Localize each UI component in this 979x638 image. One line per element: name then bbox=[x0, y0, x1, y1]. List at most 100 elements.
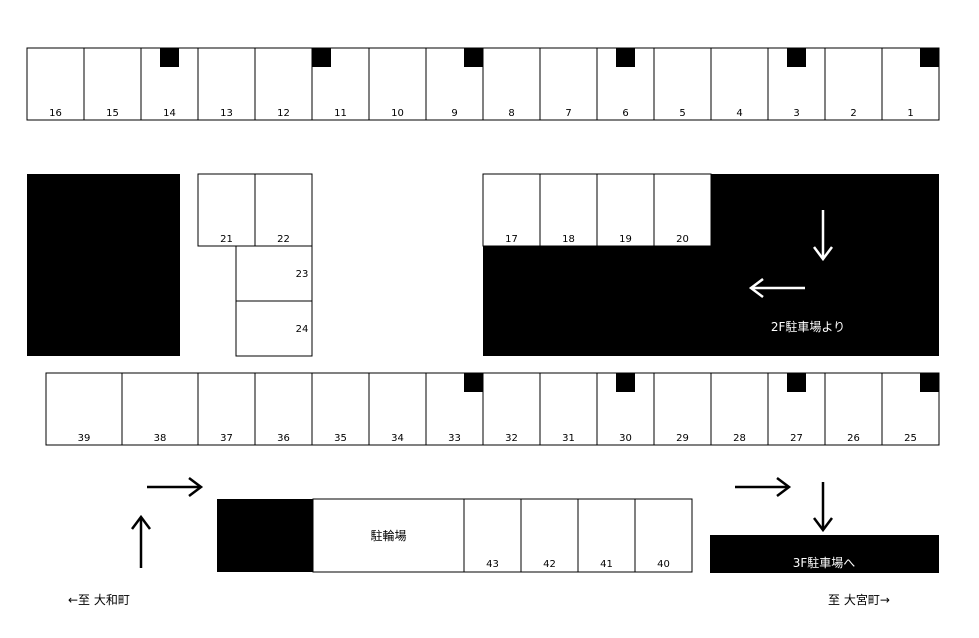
parking-stall[interactable]: 11 bbox=[311, 47, 370, 121]
parking-stall[interactable]: 3 bbox=[767, 47, 826, 121]
stall-number: 30 bbox=[619, 433, 632, 444]
parking-stall[interactable]: 36 bbox=[254, 372, 313, 446]
parking-stall[interactable]: 29 bbox=[653, 372, 712, 446]
stall-number: 9 bbox=[451, 108, 457, 119]
arrow-up-icon bbox=[131, 514, 151, 568]
stall-number: 37 bbox=[220, 433, 233, 444]
parking-stall[interactable]: 26 bbox=[824, 372, 883, 446]
parking-stall[interactable]: 15 bbox=[83, 47, 142, 121]
stall-marker bbox=[464, 373, 483, 392]
stall-number: 32 bbox=[505, 433, 518, 444]
stall-group-middle-left: 21 22 23 24 bbox=[197, 173, 313, 357]
parking-stall[interactable]: 13 bbox=[197, 47, 256, 121]
stall-marker bbox=[616, 373, 635, 392]
stall-row-bottom: 39 38 37 36 35 34 33 32 31 30 29 28 27 2… bbox=[45, 372, 940, 446]
parking-stall[interactable]: 32 bbox=[482, 372, 541, 446]
parking-stall[interactable]: 16 bbox=[26, 47, 85, 121]
stall-number: 21 bbox=[220, 234, 233, 245]
stall-number: 10 bbox=[391, 108, 404, 119]
ramp-to-3f bbox=[710, 535, 939, 573]
parking-stall[interactable]: 20 bbox=[653, 173, 712, 247]
arrow-right-icon bbox=[147, 477, 204, 497]
parking-stall[interactable]: 27 bbox=[767, 372, 826, 446]
parking-stall[interactable]: 35 bbox=[311, 372, 370, 446]
parking-stall[interactable]: 8 bbox=[482, 47, 541, 121]
parking-stall[interactable]: 24 bbox=[235, 300, 313, 357]
stall-group-middle-right: 17 18 19 20 bbox=[482, 173, 712, 247]
parking-stall[interactable]: 5 bbox=[653, 47, 712, 121]
stall-number: 28 bbox=[733, 433, 746, 444]
parking-stall[interactable]: 7 bbox=[539, 47, 598, 121]
stall-marker bbox=[312, 48, 331, 67]
stall-number: 5 bbox=[679, 108, 685, 119]
parking-stall[interactable]: 40 bbox=[634, 498, 693, 573]
stall-marker bbox=[920, 373, 939, 392]
stall-number: 36 bbox=[277, 433, 290, 444]
stall-number: 35 bbox=[334, 433, 347, 444]
stall-number: 26 bbox=[847, 433, 860, 444]
parking-stall[interactable]: 19 bbox=[596, 173, 655, 247]
parking-stall[interactable]: 18 bbox=[539, 173, 598, 247]
parking-stall[interactable]: 4 bbox=[710, 47, 769, 121]
parking-stall[interactable]: 42 bbox=[520, 498, 579, 573]
stall-number: 15 bbox=[106, 108, 119, 119]
parking-stall[interactable]: 43 bbox=[463, 498, 522, 573]
parking-stall[interactable]: 10 bbox=[368, 47, 427, 121]
stall-marker bbox=[464, 48, 483, 67]
stall-number: 19 bbox=[619, 234, 632, 245]
parking-stall[interactable]: 34 bbox=[368, 372, 427, 446]
parking-stall[interactable]: 39 bbox=[45, 372, 123, 446]
stall-group-lower: 43 42 41 40 bbox=[463, 498, 693, 573]
parking-stall[interactable]: 41 bbox=[577, 498, 636, 573]
parking-stall[interactable]: 28 bbox=[710, 372, 769, 446]
parking-stall[interactable]: 2 bbox=[824, 47, 883, 121]
stall-number: 18 bbox=[562, 234, 575, 245]
parking-stall[interactable]: 12 bbox=[254, 47, 313, 121]
bicycle-parking-label: 駐輪場 bbox=[370, 528, 406, 543]
parking-stall[interactable]: 25 bbox=[881, 372, 940, 446]
stall-number: 23 bbox=[296, 269, 309, 280]
stall-marker bbox=[920, 48, 939, 67]
stall-number: 33 bbox=[448, 433, 461, 444]
parking-stall[interactable]: 30 bbox=[596, 372, 655, 446]
parking-stall[interactable]: 17 bbox=[482, 173, 541, 247]
arrow-right-icon bbox=[735, 477, 792, 497]
parking-stall[interactable]: 1 bbox=[881, 47, 940, 121]
ramp-block-lower bbox=[483, 246, 711, 356]
parking-stall[interactable]: 38 bbox=[121, 372, 199, 446]
parking-stall[interactable]: 6 bbox=[596, 47, 655, 121]
stall-number: 3 bbox=[793, 108, 799, 119]
stall-number: 25 bbox=[904, 433, 917, 444]
parking-stall[interactable]: 23 bbox=[235, 245, 313, 302]
parking-stall[interactable]: 14 bbox=[140, 47, 199, 121]
parking-stall[interactable]: 37 bbox=[197, 372, 256, 446]
arrow-left-icon bbox=[748, 278, 805, 298]
ramp-block-right bbox=[711, 174, 939, 356]
parking-stall[interactable]: 31 bbox=[539, 372, 598, 446]
stall-number: 14 bbox=[163, 108, 176, 119]
stall-marker bbox=[787, 48, 806, 67]
stall-number: 1 bbox=[907, 108, 913, 119]
to-3f-label: 3F駐車場へ bbox=[793, 555, 856, 570]
stall-number: 38 bbox=[154, 433, 167, 444]
parking-stall[interactable]: 9 bbox=[425, 47, 484, 121]
bicycle-parking[interactable]: 駐輪場 bbox=[312, 498, 465, 573]
stall-number: 11 bbox=[334, 108, 347, 119]
stall-number: 22 bbox=[277, 234, 290, 245]
parking-stall[interactable]: 21 bbox=[197, 173, 256, 247]
stall-number: 6 bbox=[622, 108, 628, 119]
stall-number: 27 bbox=[790, 433, 803, 444]
stall-marker bbox=[160, 48, 179, 67]
parking-stall[interactable]: 22 bbox=[254, 173, 313, 247]
arrow-down-icon bbox=[813, 482, 833, 533]
stall-row-top: 16 15 14 13 12 11 10 9 8 7 6 5 4 3 2 1 bbox=[26, 47, 940, 121]
stall-marker bbox=[787, 373, 806, 392]
stall-number: 41 bbox=[600, 559, 613, 570]
direction-yamato: ←至 大和町 bbox=[68, 593, 130, 607]
stall-number: 4 bbox=[736, 108, 742, 119]
from-2f-label: 2F駐車場より bbox=[771, 319, 845, 334]
stall-number: 34 bbox=[391, 433, 404, 444]
parking-stall[interactable]: 33 bbox=[425, 372, 484, 446]
stall-number: 39 bbox=[78, 433, 91, 444]
